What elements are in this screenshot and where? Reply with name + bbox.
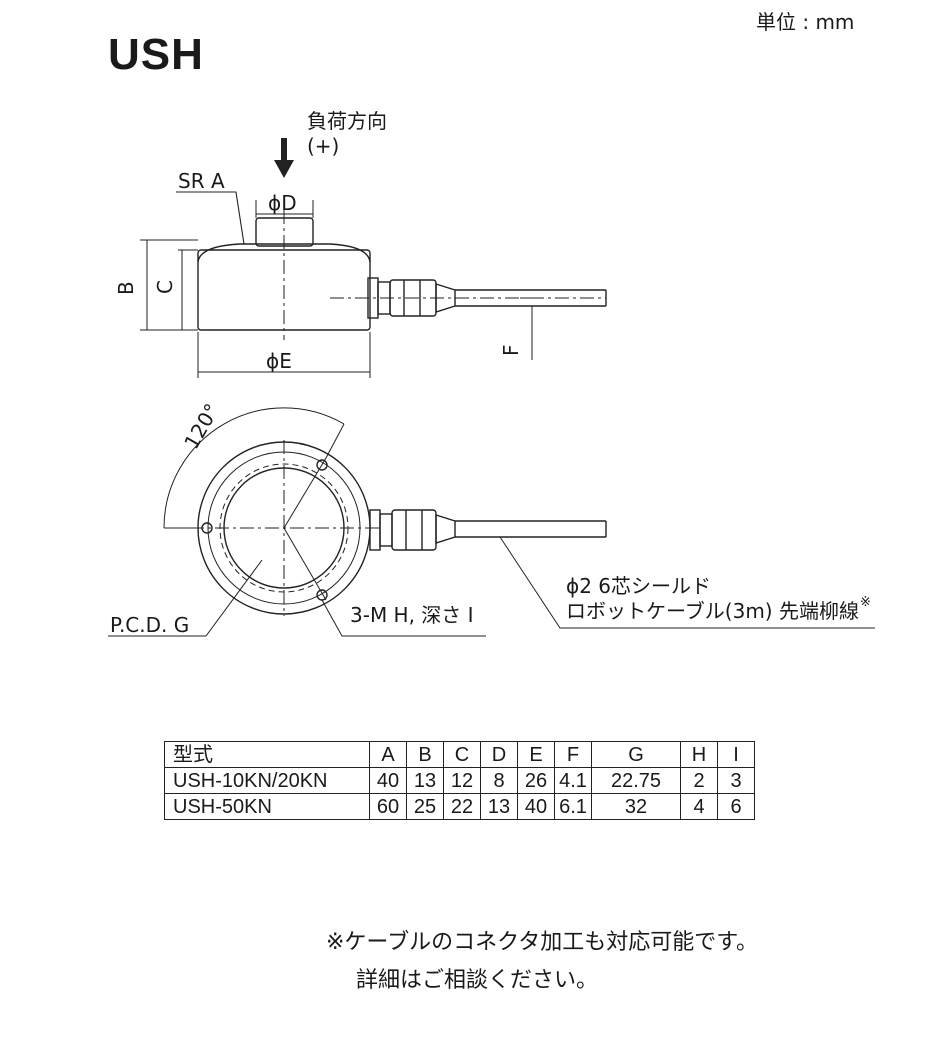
table-header: C xyxy=(443,741,481,768)
sr-label: SR A xyxy=(178,169,225,193)
table-row: USH-10KN/20KN 40 13 12 8 26 4.1 22.75 2 … xyxy=(164,767,755,794)
footnote: ※ケーブルのコネクタ加工も対応可能です。 詳細はご相談ください。 xyxy=(326,924,758,1000)
footnote-line: ※ケーブルのコネクタ加工も対応可能です。 xyxy=(326,930,759,955)
pcd-label: P.C.D. G xyxy=(110,613,189,637)
table-cell: 3 xyxy=(717,767,755,794)
table-cell: 2 xyxy=(680,767,718,794)
table-cell: 6.1 xyxy=(554,793,592,820)
table-header: H xyxy=(680,741,718,768)
table-cell: 22.75 xyxy=(591,767,681,794)
table-header: F xyxy=(554,741,592,768)
dimension-table: 型式 A B C D E F G H I USH-10KN/20KN 40 13… xyxy=(164,741,755,820)
product-title: USH xyxy=(108,30,204,79)
body-dome xyxy=(197,243,371,263)
table-header: I xyxy=(717,741,755,768)
table-cell: 26 xyxy=(517,767,555,794)
table-cell: 13 xyxy=(480,793,518,820)
table-header: E xyxy=(517,741,555,768)
table-cell: 6 xyxy=(717,793,755,820)
table-cell: 60 xyxy=(369,793,407,820)
load-direction-label: 負荷方向 xyxy=(307,109,387,133)
f-label: F xyxy=(499,344,523,356)
table-cell: 22 xyxy=(443,793,481,820)
side-view xyxy=(140,138,607,378)
table-cell: 40 xyxy=(369,767,407,794)
table-cell: 13 xyxy=(406,767,444,794)
c-label: C xyxy=(153,280,177,294)
hole-label: 3-M H, 深さ I xyxy=(350,603,474,627)
table-cell: 12 xyxy=(443,767,481,794)
table-header: B xyxy=(406,741,444,768)
footnote-line: 詳細はご相談ください。 xyxy=(356,968,599,993)
d-label: ϕD xyxy=(268,191,297,215)
top-view-labels: 120° P.C.D. G 3-M H, 深さ I ϕ2 6芯シールド ロボット… xyxy=(110,399,871,637)
side-view-labels: 負荷方向 (+) SR A ϕD B C ϕE F xyxy=(114,109,523,373)
table-cell: USH-50KN xyxy=(164,793,370,820)
table-cell: 40 xyxy=(517,793,555,820)
b-label: B xyxy=(114,281,138,295)
cable-type-label: ロボットケーブル(3m) 先端柳線 xyxy=(566,599,859,623)
table-cell: 32 xyxy=(591,793,681,820)
e-label: ϕE xyxy=(266,349,292,373)
top-view xyxy=(108,407,875,637)
angle-label: 120° xyxy=(179,399,224,453)
mount-hole xyxy=(316,459,328,471)
load-sign-label: (+) xyxy=(307,134,339,158)
table-row: USH-50KN 60 25 22 13 40 6.1 32 4 6 xyxy=(164,793,755,820)
table-cell: 25 xyxy=(406,793,444,820)
table-cell: USH-10KN/20KN xyxy=(164,767,370,794)
table-cell: 4 xyxy=(680,793,718,820)
table-header-row: 型式 A B C D E F G H I xyxy=(164,741,755,768)
unit-label: 単位 : mm xyxy=(756,10,855,34)
table-header: A xyxy=(369,741,407,768)
table-header: G xyxy=(591,741,681,768)
table-header: D xyxy=(480,741,518,768)
table-cell: 4.1 xyxy=(554,767,592,794)
table-header: 型式 xyxy=(164,741,370,768)
cable-spec-label: ϕ2 6芯シールド xyxy=(566,574,711,598)
cable-note-mark: ※ xyxy=(860,595,871,610)
load-arrow-head xyxy=(274,160,294,178)
table-cell: 8 xyxy=(480,767,518,794)
